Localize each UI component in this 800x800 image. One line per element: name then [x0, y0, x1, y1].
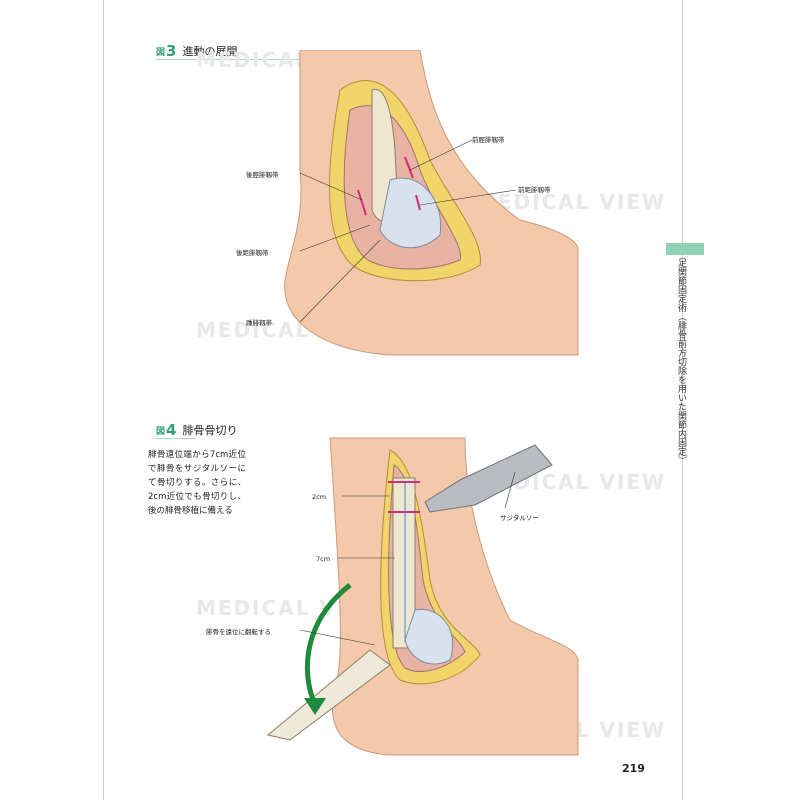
page-number: 219 [622, 762, 645, 775]
figure3-box: 図 [156, 47, 166, 58]
label-posterior-tibiofibular: 後脛腓靱帯 [246, 171, 279, 179]
figure4-title: 腓骨骨切り [182, 424, 238, 437]
figure3-number: 3 [166, 42, 177, 60]
label-anterior-talofibular: 前距腓靱帯 [518, 186, 551, 194]
label-2cm: 2cm [312, 493, 327, 501]
figure4-caption: 腓骨遠位端から7cm近位で腓骨をサジタルソーにて骨切りする。さらに、2cm近位で… [148, 450, 246, 516]
figure4-number: 4 [166, 421, 177, 439]
label-anterior-tibiofibular: 前脛腓靱帯 [472, 136, 505, 144]
figure3-illustration [284, 50, 579, 356]
figure3-heading: 図 3 進動の展開 [156, 42, 237, 60]
figure4-heading: 図 4 腓骨骨切り [156, 421, 237, 439]
label-rotate-fibula: 腓骨を遠位に翻転する [206, 628, 271, 636]
figure3-rule [156, 59, 356, 60]
chapter-side-text: 足関節固定術（腓骨前方切除を用いた関節内固定） [676, 258, 686, 465]
label-sagittal-saw: サジタルソー [500, 514, 539, 522]
label-calcaneofibular: 踵腓靱帯 [246, 319, 272, 327]
label-7cm: 7cm [316, 555, 331, 563]
figure4-rule [156, 438, 196, 439]
figure4-illustration [266, 437, 579, 756]
figure3-title: 進動の展開 [182, 45, 238, 58]
figure4-box: 図 [156, 426, 166, 437]
label-posterior-talofibular: 後距腓靱帯 [236, 249, 269, 257]
chapter-tab [666, 243, 704, 255]
